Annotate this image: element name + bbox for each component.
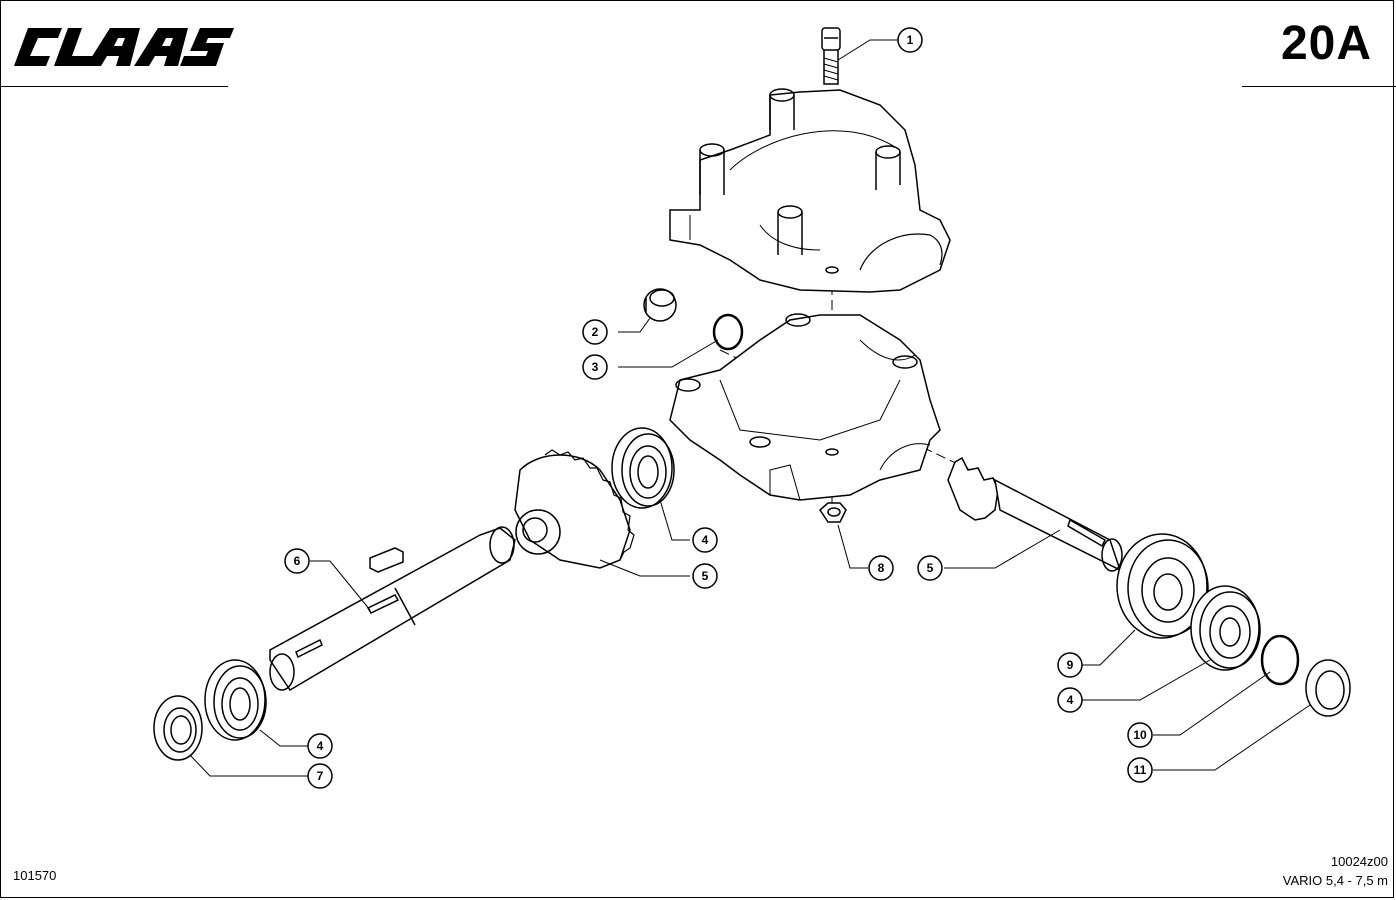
seal-ring-right-part	[1305, 659, 1351, 717]
key-part	[369, 547, 404, 573]
leader-lines	[189, 39, 1311, 777]
callout-11: 11	[1127, 757, 1153, 783]
callout-10-label: 10	[1133, 728, 1147, 742]
callout-4a: 4	[692, 527, 718, 553]
logo-underline	[0, 86, 228, 87]
callout-7: 7	[307, 763, 333, 789]
bearing-large-right-part	[1116, 533, 1209, 639]
lower-housing-part	[669, 313, 941, 501]
callout-6: 6	[284, 548, 310, 574]
callout-4c-label: 4	[1067, 693, 1074, 707]
nut-part	[819, 502, 847, 523]
circlip-part	[1260, 634, 1300, 686]
callout-9: 9	[1057, 652, 1083, 678]
callout-4b: 4	[307, 733, 333, 759]
drawing-reference: 10024z00	[1330, 854, 1388, 869]
callout-5a-label: 5	[702, 569, 709, 583]
shaft-left-part	[269, 526, 516, 692]
model-reference: VARIO 5,4 - 7,5 m	[1282, 873, 1388, 888]
callout-7-label: 7	[317, 769, 324, 783]
callout-4c: 4	[1057, 687, 1083, 713]
callout-6-label: 6	[294, 554, 301, 568]
upper-housing-part	[669, 88, 951, 293]
callout-10: 10	[1127, 722, 1153, 748]
callout-8: 8	[868, 555, 894, 581]
o-ring-part	[712, 313, 744, 351]
callout-2: 2	[582, 319, 608, 345]
plug-part	[643, 288, 677, 322]
callout-5b: 5	[917, 555, 943, 581]
callout-5a: 5	[692, 563, 718, 589]
callout-5b-label: 5	[927, 561, 934, 575]
callout-8-label: 8	[878, 561, 885, 575]
document-number: 101570	[13, 868, 57, 883]
callout-1: 1	[897, 27, 923, 53]
bearing-left-part	[204, 659, 267, 741]
claas-logo	[14, 28, 234, 66]
bolt-part	[821, 27, 841, 85]
bevel-gear-large-part	[514, 449, 635, 569]
callout-9-label: 9	[1067, 658, 1074, 672]
callout-3: 3	[582, 354, 608, 380]
callout-1-label: 1	[907, 33, 914, 47]
callout-11-label: 11	[1134, 763, 1147, 777]
callout-4a-label: 4	[702, 533, 709, 547]
callout-3-label: 3	[592, 360, 599, 374]
callout-2-label: 2	[592, 325, 599, 339]
callout-4b-label: 4	[317, 739, 324, 753]
page-code-underline	[1242, 86, 1396, 87]
bearing-middle-part	[611, 427, 675, 509]
pinion-shaft-right-part	[947, 456, 1123, 572]
page-code: 20A	[1280, 17, 1372, 70]
seal-ring-left-part	[153, 695, 203, 761]
bearing-right-part	[1190, 585, 1261, 671]
